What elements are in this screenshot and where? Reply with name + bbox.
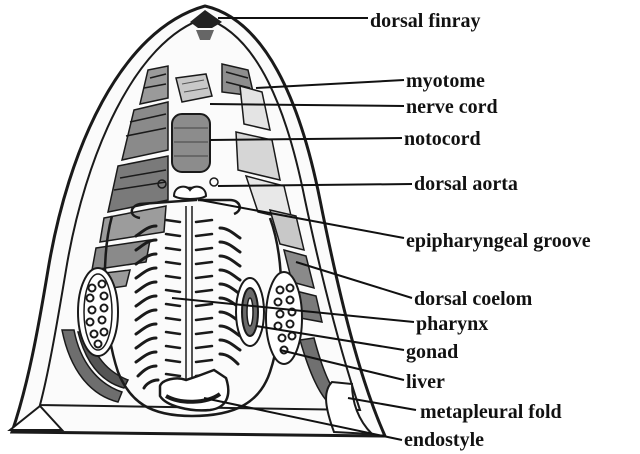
left-gonad xyxy=(78,268,118,356)
label-dorsal-aorta: dorsal aorta xyxy=(414,173,518,195)
label-dorsal-coelom: dorsal coelom xyxy=(414,288,533,310)
label-epipharyngeal-groove: epipharyngeal groove xyxy=(406,230,591,252)
right-gonad xyxy=(236,278,264,346)
labels: dorsal finray myotome nerve cord notocor… xyxy=(370,10,591,451)
epipharyngeal-groove-shape xyxy=(174,187,206,199)
label-notocord: notocord xyxy=(404,128,481,150)
label-endostyle: endostyle xyxy=(404,429,484,451)
label-metapleural-fold: metapleural fold xyxy=(420,401,562,423)
label-pharynx: pharynx xyxy=(416,313,488,335)
label-nerve-cord: nerve cord xyxy=(406,96,498,118)
label-dorsal-finray: dorsal finray xyxy=(370,10,481,32)
nerve-cord-shape xyxy=(176,74,212,102)
label-gonad: gonad xyxy=(406,341,458,363)
label-liver: liver xyxy=(406,371,445,393)
notochord-shape xyxy=(172,114,210,172)
label-myotome: myotome xyxy=(406,70,485,92)
